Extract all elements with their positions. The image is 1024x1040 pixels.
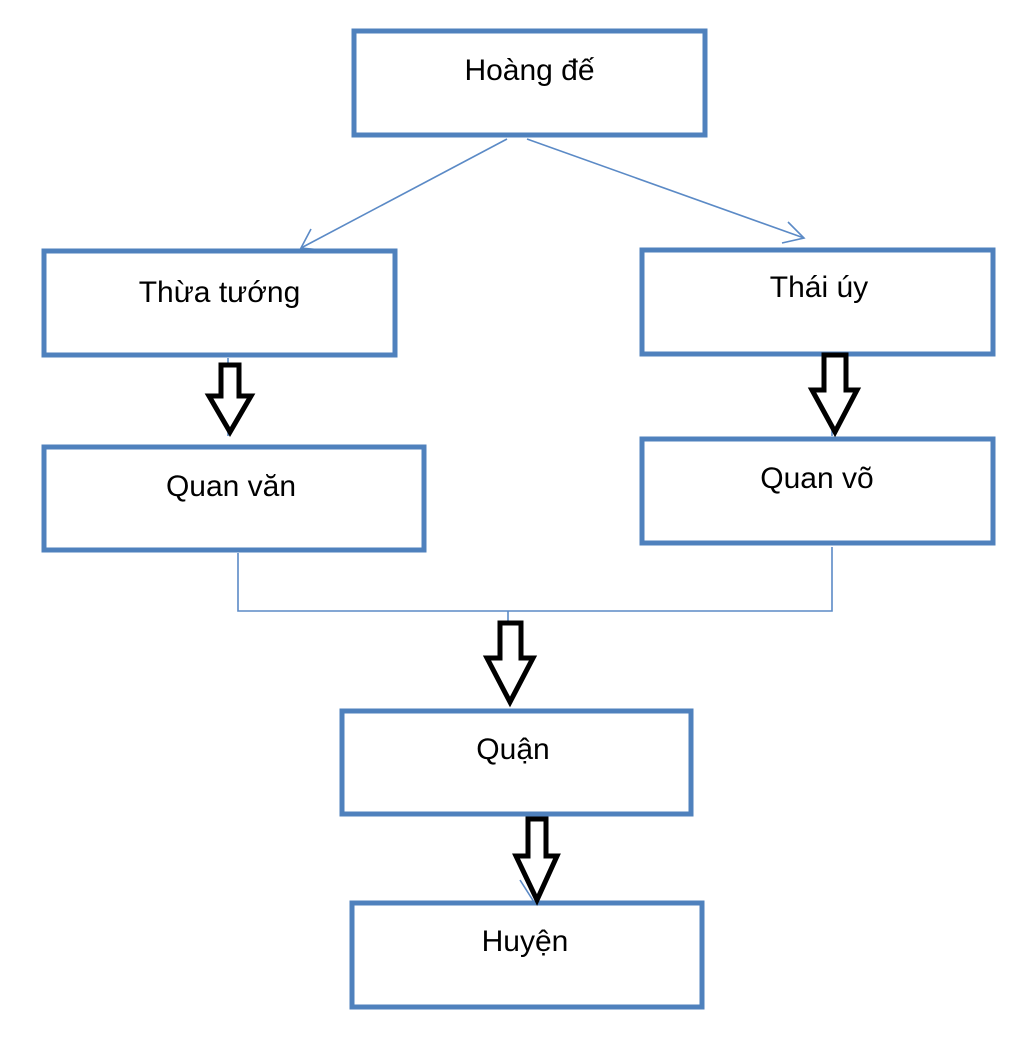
node-district: Huyện [349, 900, 705, 1010]
block-arrow-officials-to-commandery [482, 620, 538, 708]
arrowhead-grand-commandant [781, 221, 806, 244]
node-emperor: Hoàng đế [351, 28, 708, 138]
node-commandery-label: Quận [476, 733, 549, 766]
connector-emperor-to-grand-commandant [526, 138, 805, 239]
node-military-officials-label: Quan võ [760, 462, 873, 495]
node-emperor-label: Hoàng đế [464, 54, 594, 87]
block-arrow-commandery-to-district [512, 816, 561, 906]
node-military-officials: Quan võ [639, 436, 996, 546]
emperor-connectors [299, 138, 806, 251]
node-civil-officials: Quan văn [41, 444, 427, 553]
node-chancellor-label: Thừa tướng [139, 276, 301, 309]
node-chancellor: Thừa tướng [41, 248, 398, 358]
node-grand-commandant-label: Thái úy [770, 271, 868, 304]
merge-line [237, 547, 833, 612]
connector-emperor-to-chancellor [300, 138, 508, 249]
block-arrow-chancellor-to-civil [204, 362, 256, 437]
officials-merge-connector [237, 547, 833, 700]
node-commandery: Quận [339, 708, 694, 817]
node-civil-officials-label: Quan văn [166, 470, 296, 503]
node-grand-commandant: Thái úy [639, 247, 996, 357]
block-arrow-grand-commandant-to-military [807, 352, 862, 438]
node-district-label: Huyện [482, 925, 569, 958]
commandery-to-district-line [519, 879, 535, 903]
